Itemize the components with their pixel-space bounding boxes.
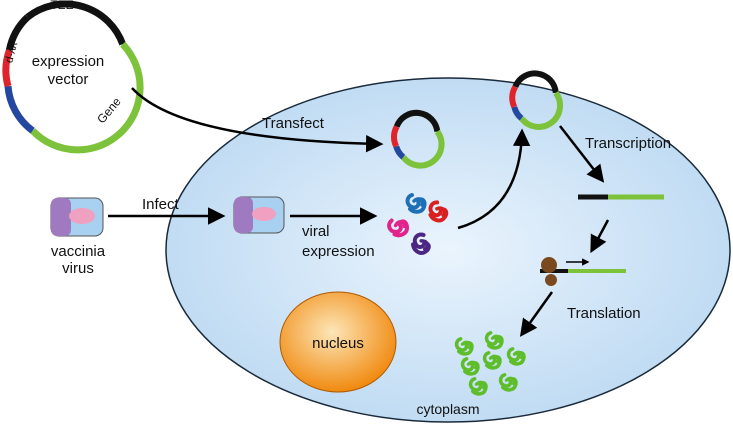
cytoplasm-label: cytoplasm — [416, 401, 479, 417]
transfect-arrow — [131, 87, 384, 153]
nucleus-label: nucleus — [312, 335, 364, 352]
cell — [165, 77, 731, 423]
transfected-plasmid — [391, 109, 445, 169]
plasmid-top-right — [509, 70, 563, 130]
vector-arc-blue — [4, 85, 35, 134]
translation-label: Translation — [567, 305, 641, 322]
viral-expression-label-line1: viral — [302, 223, 330, 240]
vaccinia-label-line1: vaccinia — [51, 243, 106, 260]
vector-arc-red — [2, 48, 13, 88]
translation-arrow — [519, 291, 554, 337]
vector-label-line1: expression — [32, 53, 105, 70]
viral-expression-label-line2: expression — [302, 243, 375, 260]
tee-label: TEE — [50, 0, 73, 12]
infect-label: Infect — [142, 196, 180, 213]
vector-label-line2: vector — [48, 71, 89, 88]
vaccinia-virus — [50, 197, 104, 237]
expression-vector-plasmid: expression vector TEE vv-p Gene — [2, 0, 144, 154]
transcription-arrow — [559, 125, 605, 183]
ribosome — [541, 257, 557, 273]
vaccinia-virus-inside — [233, 196, 285, 234]
mrna-to-ribosome-arrow — [590, 219, 610, 254]
viral-to-plasmid-arrow — [457, 128, 531, 230]
nucleus: nucleus — [279, 291, 397, 393]
vv-p-label: vv-p — [3, 41, 20, 64]
vaccinia-label-line2: virus — [62, 260, 94, 277]
vector-arc-black-2 — [5, 14, 31, 51]
ribosome-translation-complex — [540, 257, 626, 286]
transfect-label: Transfect — [262, 115, 325, 132]
vector-arc-black — [25, 0, 126, 46]
gene-label: Gene — [94, 94, 124, 126]
vector-arc-green — [30, 41, 144, 154]
transcription-label: Transcription — [585, 135, 671, 152]
